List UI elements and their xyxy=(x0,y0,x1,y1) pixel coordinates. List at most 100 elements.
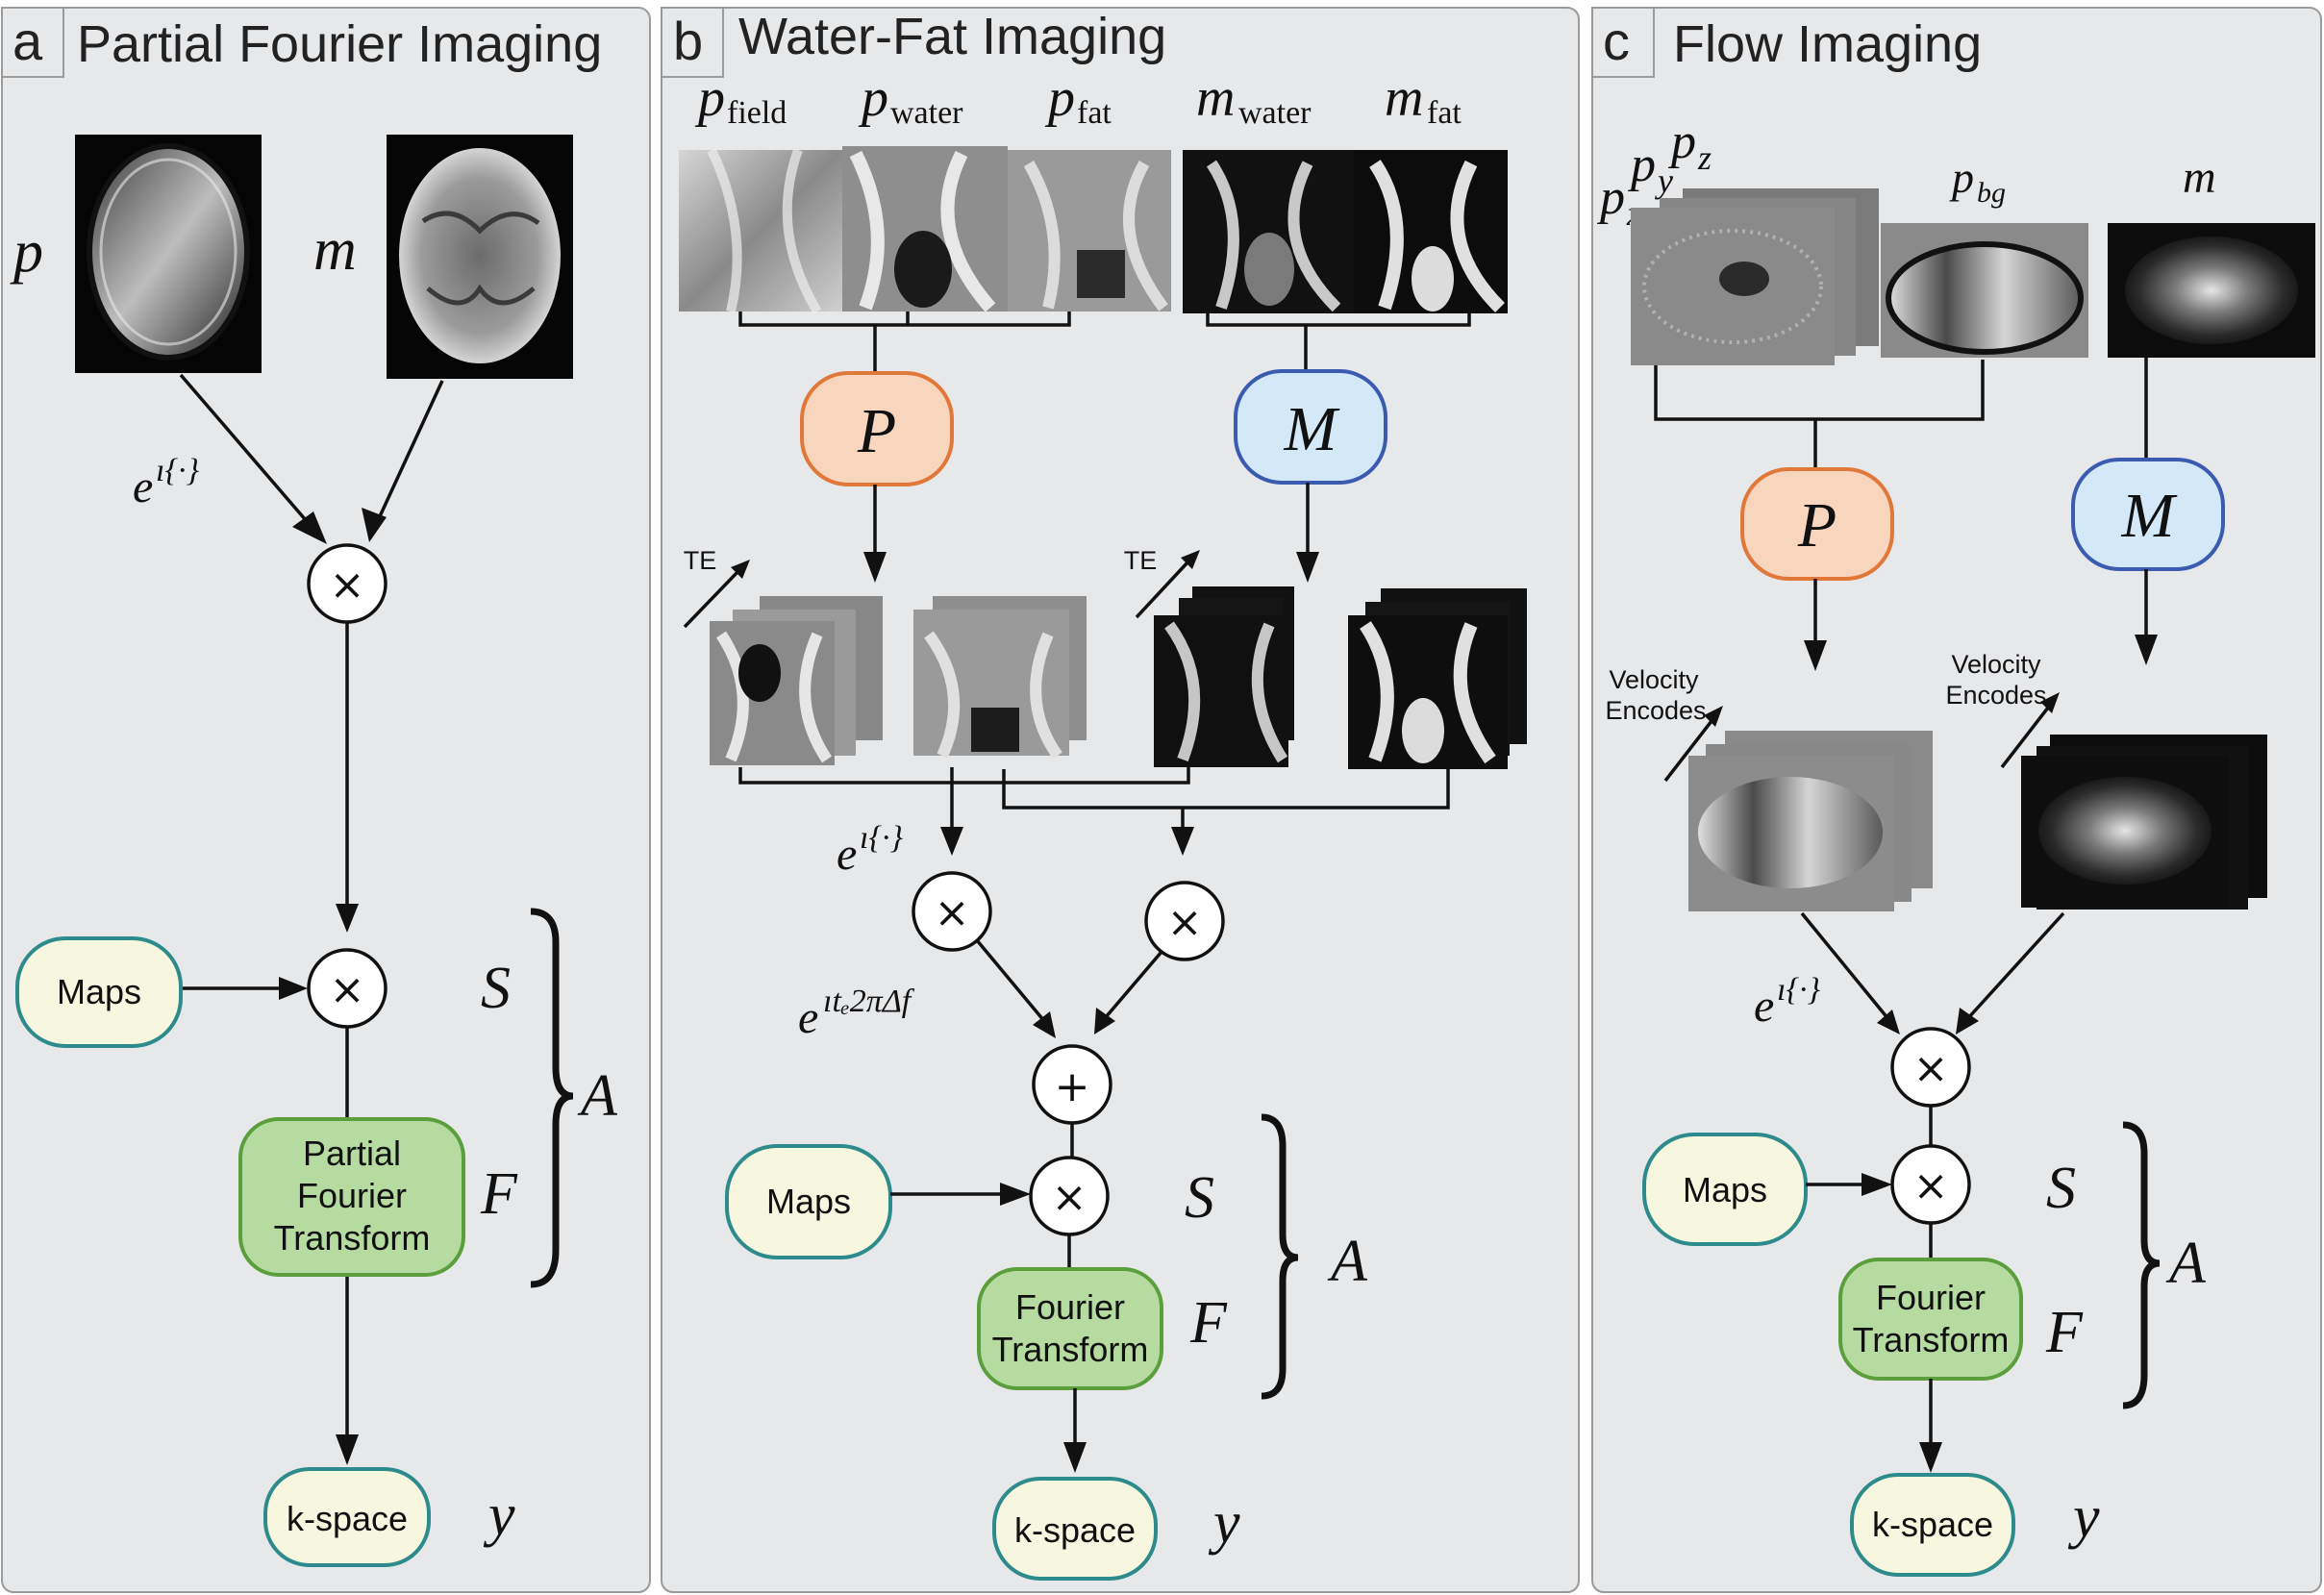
maps-box-c xyxy=(1642,1133,1808,1246)
label-m-fat: m fat xyxy=(1385,68,1462,131)
label-p-water: p water xyxy=(858,68,963,131)
svg-text:F: F xyxy=(2045,1300,2084,1365)
svg-text:fat: fat xyxy=(1427,95,1462,131)
svg-text:bg: bg xyxy=(1977,177,2006,209)
magnitude-encode-stack-c xyxy=(2021,735,2267,910)
svg-text:×: × xyxy=(330,965,365,1014)
svg-text:e: e xyxy=(837,829,857,880)
magnitude-stack-1 xyxy=(1154,586,1294,767)
phase-encode-stack-c xyxy=(1688,731,1933,911)
kspace-label-a: k-space xyxy=(287,1499,408,1538)
svg-text:Transform: Transform xyxy=(274,1218,431,1258)
svg-text:Encodes: Encodes xyxy=(1945,681,2046,710)
svg-text:F: F xyxy=(1189,1290,1228,1356)
maps-label-c: Maps xyxy=(1683,1170,1767,1209)
label-p-bg: p bg xyxy=(1949,153,2006,209)
svg-text:e: e xyxy=(1754,981,1774,1032)
svg-text:Transform: Transform xyxy=(1853,1320,2010,1359)
label-m-c: m xyxy=(2183,152,2216,203)
label-p: p xyxy=(10,219,43,285)
label-exp-b2: e ıtₑ2πΔf xyxy=(798,984,915,1043)
P-operator-box-b xyxy=(800,371,954,486)
maps-label-a: Maps xyxy=(57,972,141,1011)
svg-text:y: y xyxy=(483,1483,515,1548)
svg-text:p: p xyxy=(1627,137,1656,192)
svg-text:S: S xyxy=(2046,1156,2076,1221)
svg-text:A: A xyxy=(577,1063,618,1129)
svg-text:F: F xyxy=(480,1161,518,1227)
M-operator-box-b xyxy=(1234,369,1387,485)
svg-text:×: × xyxy=(935,888,970,937)
knee-image-p-field xyxy=(679,147,842,314)
panel-c-tag: c xyxy=(1603,11,1630,71)
svg-text:m: m xyxy=(1385,68,1423,128)
velocity-encodes-label-2: Velocity Encodes xyxy=(1945,650,2046,710)
svg-text:e: e xyxy=(798,992,818,1043)
kspace-box-c xyxy=(1850,1473,2015,1577)
svg-text:Velocity: Velocity xyxy=(1951,650,2041,679)
phase-stack-1 xyxy=(710,596,883,765)
svg-text:×: × xyxy=(1913,1044,1949,1093)
label-m-water: m water xyxy=(1196,68,1312,131)
svg-text:S: S xyxy=(481,956,511,1021)
svg-text:M: M xyxy=(2121,481,2179,551)
panel-a: a Partial Fourier Imaging p m e ı{·} × × xyxy=(1,7,651,1593)
svg-text:Fourier: Fourier xyxy=(1015,1287,1125,1327)
svg-text:water: water xyxy=(890,95,963,131)
svg-text:S: S xyxy=(1185,1165,1214,1231)
svg-text:y: y xyxy=(1655,162,1673,200)
svg-text:Fourier: Fourier xyxy=(297,1176,407,1215)
phase-stack-2 xyxy=(913,596,1087,760)
label-p-field: p field xyxy=(694,68,787,131)
label-exp: e ı{·} xyxy=(133,453,200,512)
svg-text:×: × xyxy=(1167,898,1203,947)
P-operator-box-c xyxy=(1740,467,1894,581)
label-m: m xyxy=(313,217,357,283)
svg-text:y: y xyxy=(1208,1490,1240,1556)
svg-text:+: + xyxy=(1055,1062,1090,1111)
label-exp-b1: e ı{·} xyxy=(837,820,904,880)
M-operator-box-c xyxy=(2071,458,2225,571)
kspace-label-c: k-space xyxy=(1872,1505,1993,1544)
svg-text:p: p xyxy=(1667,114,1696,169)
magnitude-stack-2 xyxy=(1348,588,1527,769)
svg-text:ı{·}: ı{·} xyxy=(860,820,904,856)
svg-text:p: p xyxy=(1949,153,1974,202)
brace-b xyxy=(1261,1113,1299,1400)
brace-c xyxy=(2122,1121,2161,1409)
svg-text:A: A xyxy=(2165,1231,2207,1296)
panel-b-tag: b xyxy=(673,11,703,71)
svg-text:P: P xyxy=(857,396,896,466)
brace-a xyxy=(530,908,574,1288)
label-p-fat: p fat xyxy=(1044,68,1112,131)
svg-text:field: field xyxy=(727,95,787,131)
svg-text:Fourier: Fourier xyxy=(1876,1278,1986,1317)
svg-text:Partial: Partial xyxy=(303,1134,401,1173)
svg-text:×: × xyxy=(1913,1161,1949,1210)
phase-image-p xyxy=(75,135,262,373)
partial-fourier-transform-box xyxy=(238,1117,465,1277)
svg-text:m: m xyxy=(1196,68,1235,128)
kspace-box-a xyxy=(263,1467,431,1567)
velocity-phase-stack xyxy=(1631,188,1879,365)
knee-image-p-fat xyxy=(1008,150,1171,312)
svg-text:P: P xyxy=(1797,490,1837,561)
knee-image-m-water xyxy=(1183,150,1354,313)
svg-text:ıtₑ2πΔf: ıtₑ2πΔf xyxy=(823,984,915,1019)
panel-c-title: Flow Imaging xyxy=(1673,15,1982,73)
label-px-py-pz: p x p y p z xyxy=(1596,114,1712,233)
svg-text:ı{·}: ı{·} xyxy=(1777,972,1821,1008)
svg-text:Transform: Transform xyxy=(992,1330,1149,1369)
kspace-box-b xyxy=(992,1477,1158,1581)
panel-c: c Flow Imaging p x p y p z p bg m xyxy=(1591,7,2322,1593)
svg-text:M: M xyxy=(1284,394,1341,464)
svg-text:p: p xyxy=(1596,170,1625,225)
maps-label-b: Maps xyxy=(766,1182,851,1221)
kspace-label-b: k-space xyxy=(1014,1510,1136,1550)
svg-text:p: p xyxy=(858,68,888,128)
svg-text:Velocity: Velocity xyxy=(1609,665,1699,694)
svg-text:ı{·}: ı{·} xyxy=(156,453,200,488)
te-label-1: TE xyxy=(684,546,717,575)
svg-text:A: A xyxy=(1327,1229,1368,1294)
